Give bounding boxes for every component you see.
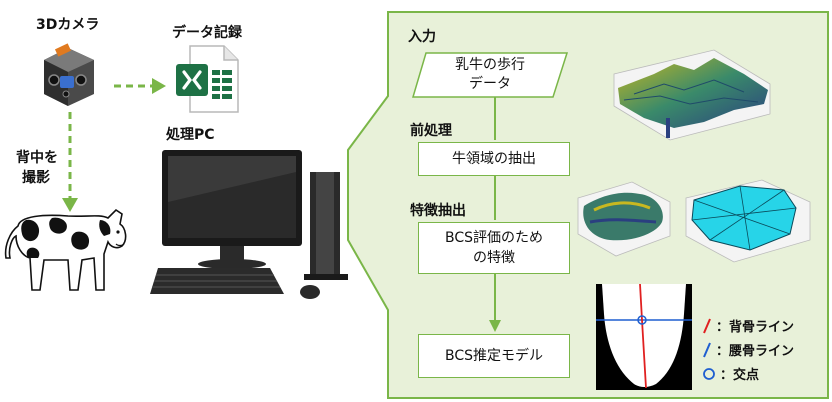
- surface-plot-walking: [594, 44, 780, 148]
- bcs-silhouette-image: [596, 284, 692, 390]
- feature-box: BCS評価のため の特徴: [418, 222, 570, 274]
- blue-circle-icon: [702, 367, 716, 381]
- preprocess-heading: 前処理: [410, 120, 452, 140]
- legend-intersection: ：交点: [702, 364, 759, 383]
- blue-slash-icon: [702, 342, 712, 358]
- preprocess-box: 牛領域の抽出: [418, 142, 570, 176]
- flow-arrows: [480, 96, 510, 336]
- model-box: BCS推定モデル: [418, 334, 570, 378]
- input-box: 乳牛の歩行 データ: [412, 53, 568, 97]
- legend-back-line: ：背骨ライン: [702, 316, 794, 335]
- feature-heading: 特徴抽出: [410, 200, 466, 220]
- input-heading: 入力: [408, 26, 436, 46]
- surface-plot-cow-region: [570, 176, 676, 264]
- mesh-plot-features: [680, 176, 816, 268]
- legend-hip-line: ：腰骨ライン: [702, 340, 794, 359]
- red-slash-icon: [702, 318, 712, 334]
